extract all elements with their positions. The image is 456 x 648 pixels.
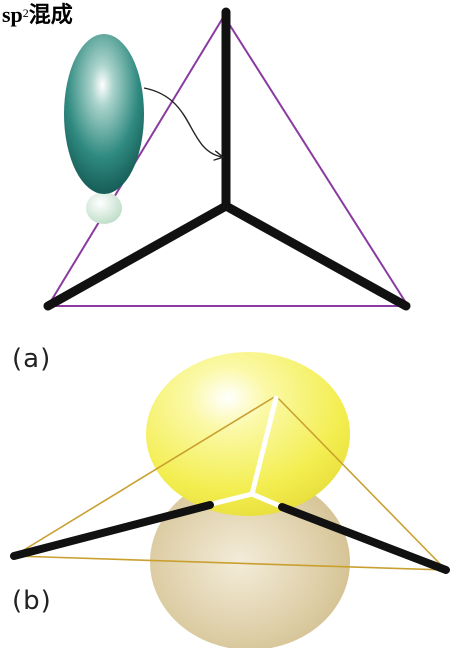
left-bond-a [43, 201, 231, 311]
rotation-arrow [143, 87, 222, 157]
right-bond-b [278, 503, 450, 574]
right-bond-a [221, 201, 411, 311]
title-superscript: 2 [22, 6, 29, 20]
upper-p-lobe [146, 352, 350, 516]
title-suffix: 混成 [28, 2, 73, 27]
title-prefix: sp [2, 2, 23, 27]
large-orbital-lobe-a [64, 34, 144, 194]
small-orbital-lobe-a [86, 192, 122, 224]
inner-bond-right [249, 491, 283, 509]
triangle-top-edge-b [13, 395, 277, 557]
inner-bond-left [209, 491, 255, 507]
panel-b [10, 352, 450, 648]
panel-a-label: (a) [12, 344, 52, 374]
panel-b-label: (b) [12, 586, 52, 616]
triangle-base-edge-b [13, 555, 447, 571]
panel-a [43, 7, 411, 311]
inner-bond-up [249, 395, 279, 497]
diagram-title: sp2混成 [2, 2, 73, 28]
left-bond-b [10, 501, 214, 560]
triangle-right-edge-b [275, 395, 447, 571]
